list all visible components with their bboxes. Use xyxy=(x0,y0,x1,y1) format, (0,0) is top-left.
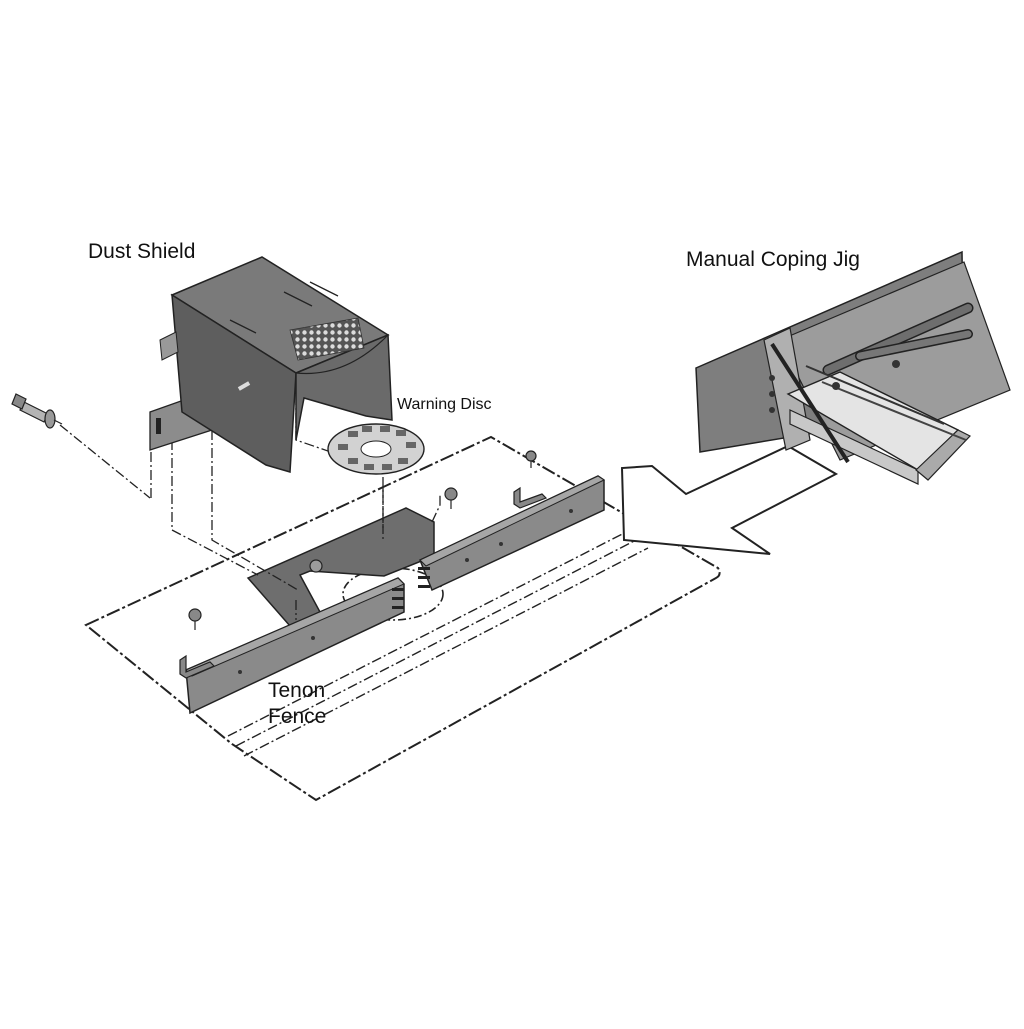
tenon-fence-label-line2: Fence xyxy=(268,705,327,728)
plate-screw xyxy=(309,559,323,573)
warning-disc-label: Warning Disc xyxy=(397,396,492,413)
tenon-fence-label-line1: Tenon xyxy=(268,679,326,702)
table-slot-lines xyxy=(227,527,649,757)
fence-bracket-left xyxy=(179,654,216,679)
rear-fence-bar xyxy=(418,475,606,592)
dust-shield xyxy=(159,256,393,473)
manual-coping-jig xyxy=(695,250,1011,485)
fence-bracket-right xyxy=(513,486,548,509)
shield-bolt xyxy=(11,393,63,429)
dust-shield-label: Dust Shield xyxy=(88,240,196,263)
insertion-arrow xyxy=(620,444,839,555)
router-table-outline xyxy=(84,435,721,802)
front-fence-bar xyxy=(185,577,405,715)
table-bolts xyxy=(188,450,537,630)
manual-coping-jig-label: Manual Coping Jig xyxy=(686,248,860,271)
warning-disc xyxy=(327,423,425,475)
